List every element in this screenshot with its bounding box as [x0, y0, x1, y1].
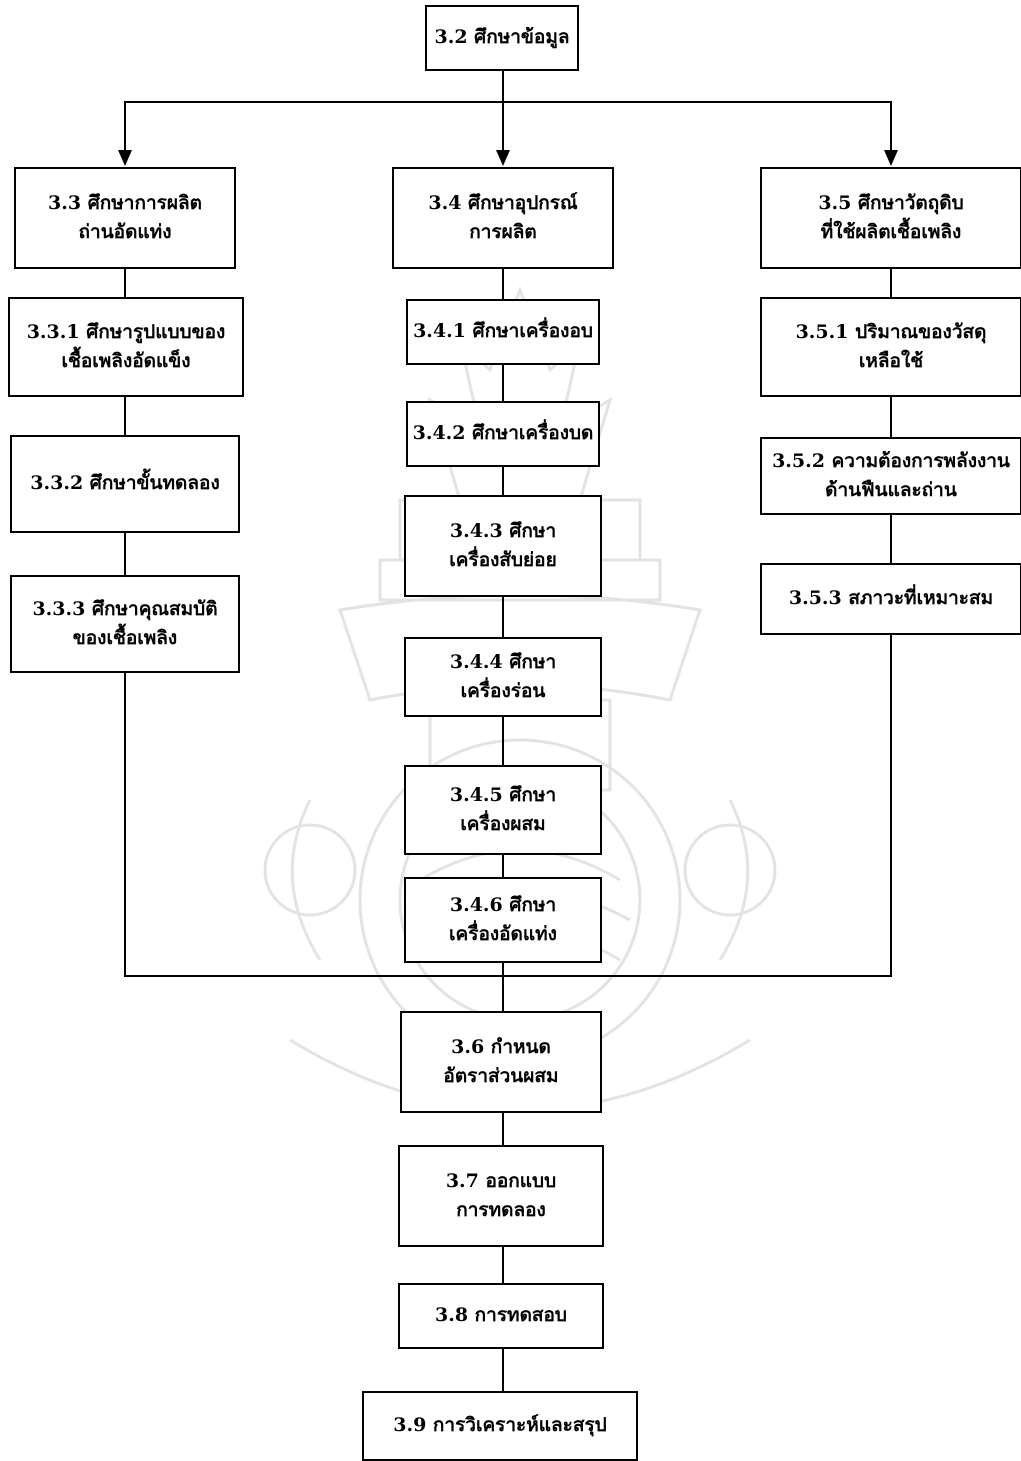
connector-line	[502, 70, 504, 102]
node-label: 3.7 ออกแบบ	[445, 1169, 557, 1192]
connector-line	[890, 101, 892, 152]
connector-line	[124, 396, 126, 436]
node-firewood-charcoal-energy-demand: 3.5.2 ความต้องการพลังงาน ด้านฟืนและถ่าน	[760, 437, 1021, 515]
node-label: 3.5.2 ความต้องการพลังงาน	[772, 449, 1010, 472]
node-label: 3.5 ศึกษาวัตถุดิบ	[818, 191, 964, 214]
node-label: ถ่านอัดแท่ง	[78, 221, 172, 243]
node-label: ด้านฟืนและถ่าน	[825, 479, 957, 501]
connector-line	[124, 532, 126, 576]
arrow-head	[496, 150, 510, 166]
node-label: 3.4.6 ศึกษา	[449, 893, 557, 916]
connector-line	[502, 268, 504, 300]
node-label: ของเชื้อเพลิง	[72, 627, 178, 649]
connector-line	[502, 962, 504, 1012]
connector-line	[124, 672, 126, 976]
node-label: 3.3 ศึกษาการผลิต	[48, 191, 202, 214]
node-study-briquetting-machine: 3.4.6 ศึกษา เครื่องอัดแท่ง	[404, 877, 602, 963]
node-label: 3.6 กำหนด	[451, 1035, 551, 1058]
connector-line	[124, 101, 891, 103]
node-study-solid-fuel-forms: 3.3.1 ศึกษารูปแบบของ เชื้อเพลิงอัดแข็ง	[8, 297, 244, 397]
node-label: 3.4 ศึกษาอุปกรณ์	[428, 191, 578, 214]
node-waste-material-quantity: 3.5.1 ปริมาณของวัสดุ เหลือใช้	[760, 297, 1021, 397]
node-study-chopper: 3.4.3 ศึกษา เครื่องสับย่อย	[404, 495, 602, 597]
node-study-grinder: 3.4.2 ศึกษาเครื่องบด	[406, 401, 600, 467]
connector-line	[502, 1112, 504, 1146]
node-label: เหลือใช้	[858, 350, 924, 372]
node-study-briquette-production: 3.3 ศึกษาการผลิต ถ่านอัดแท่ง	[14, 167, 236, 269]
connector-line	[502, 1348, 504, 1392]
node-design-experiment: 3.7 ออกแบบ การทดลอง	[398, 1145, 604, 1247]
node-study-production-equipment: 3.4 ศึกษาอุปกรณ์ การผลิต	[392, 167, 614, 269]
connector-line	[124, 975, 892, 977]
connector-line	[124, 268, 126, 298]
node-label: การผลิต	[469, 221, 537, 243]
node-label: 3.4.3 ศึกษา	[449, 519, 557, 542]
arrow-head	[884, 150, 898, 166]
connector-line	[502, 854, 504, 878]
connector-line	[502, 466, 504, 496]
node-label: 3.2 ศึกษาข้อมูล	[434, 26, 570, 49]
node-label: เครื่องอัดแท่ง	[449, 923, 557, 945]
node-label: 3.9 การวิเคราะห์และสรุป	[393, 1414, 607, 1437]
node-analysis-conclusion: 3.9 การวิเคราะห์และสรุป	[362, 1391, 638, 1461]
node-label: 3.3.3 ศึกษาคุณสมบัติ	[32, 597, 218, 620]
connector-line	[502, 364, 504, 402]
node-study-data: 3.2 ศึกษาข้อมูล	[425, 5, 579, 71]
node-label: เครื่องร่อน	[460, 680, 546, 702]
connector-line	[502, 101, 504, 152]
node-label: ที่ใช้ผลิตเชื้อเพลิง	[820, 221, 962, 243]
node-study-raw-materials: 3.5 ศึกษาวัตถุดิบ ที่ใช้ผลิตเชื้อเพลิง	[760, 167, 1021, 269]
node-study-experiment-steps: 3.3.2 ศึกษาขั้นทดลอง	[10, 435, 240, 533]
node-study-fuel-properties: 3.3.3 ศึกษาคุณสมบัติ ของเชื้อเพลิง	[10, 575, 240, 673]
node-label: 3.3.1 ศึกษารูปแบบของ	[26, 320, 226, 343]
node-label: 3.8 การทดสอบ	[435, 1304, 567, 1327]
node-label: 3.4.4 ศึกษา	[449, 650, 557, 673]
node-label: เครื่องผสม	[460, 813, 546, 835]
node-study-sieve: 3.4.4 ศึกษา เครื่องร่อน	[404, 637, 602, 717]
flowchart-canvas: 3.2 ศึกษาข้อมูล 3.3 ศึกษาการผลิต ถ่านอัด…	[8, 5, 1021, 1461]
node-study-mixer: 3.4.5 ศึกษา เครื่องผสม	[404, 765, 602, 855]
node-label: 3.3.2 ศึกษาขั้นทดลอง	[30, 472, 220, 495]
node-suitable-conditions: 3.5.3 สภาวะที่เหมาะสม	[760, 563, 1021, 635]
connector-line	[502, 596, 504, 638]
node-label: เครื่องสับย่อย	[449, 549, 557, 571]
connector-line	[890, 514, 892, 564]
node-label: 3.4.1 ศึกษาเครื่องอบ	[413, 320, 593, 343]
node-label: เชื้อเพลิงอัดแข็ง	[61, 350, 191, 372]
node-label: อัตราส่วนผสม	[443, 1065, 559, 1087]
node-label: 3.5.1 ปริมาณของวัสดุ	[795, 320, 987, 343]
node-study-dryer: 3.4.1 ศึกษาเครื่องอบ	[406, 299, 600, 365]
connector-line	[124, 101, 126, 152]
node-label: 3.5.3 สภาวะที่เหมาะสม	[788, 587, 994, 610]
node-label: การทดลอง	[456, 1199, 546, 1221]
connector-line	[890, 268, 892, 298]
connector-line	[502, 1246, 504, 1284]
arrow-head	[118, 150, 132, 166]
node-label: 3.4.5 ศึกษา	[449, 783, 557, 806]
connector-line	[890, 634, 892, 976]
connector-line	[890, 396, 892, 438]
node-label: 3.4.2 ศึกษาเครื่องบด	[412, 422, 594, 445]
node-set-mixing-ratio: 3.6 กำหนด อัตราส่วนผสม	[400, 1011, 602, 1113]
node-testing: 3.8 การทดสอบ	[398, 1283, 604, 1349]
connector-line	[502, 716, 504, 766]
